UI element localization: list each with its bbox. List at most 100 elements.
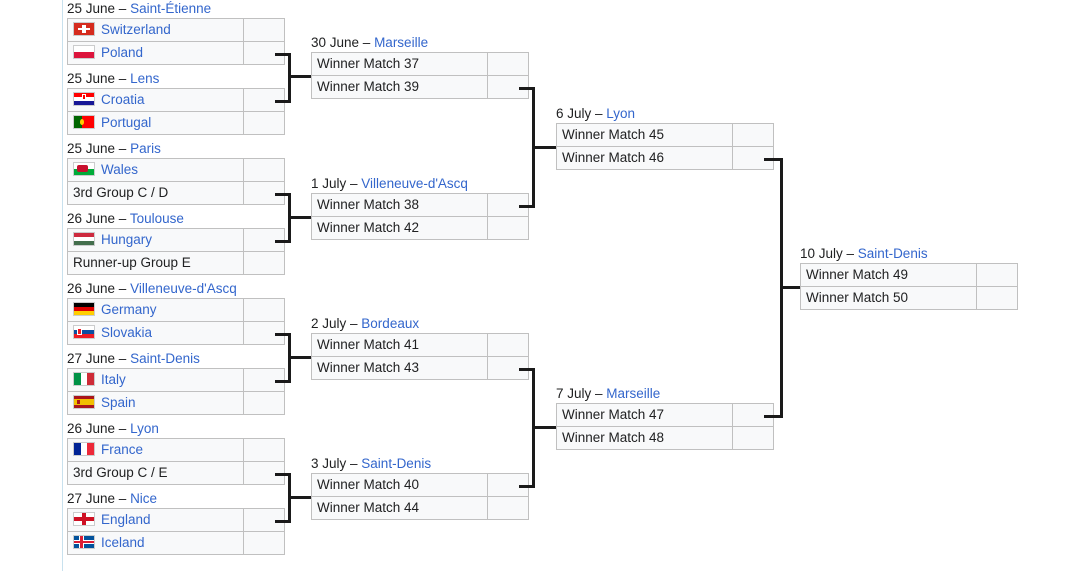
match-header-separator: – bbox=[115, 351, 131, 366]
team-cell: Hungary bbox=[67, 228, 244, 252]
team-cell: Switzerland bbox=[67, 18, 244, 42]
table-row: Winner Match 41 bbox=[311, 333, 529, 357]
match-venue-link[interactable]: Marseille bbox=[606, 386, 661, 401]
match-date: 26 June bbox=[67, 421, 116, 436]
match-venue-link[interactable]: Paris bbox=[130, 141, 161, 156]
match-venue-link[interactable]: Lyon bbox=[606, 106, 636, 121]
match-header-match-49: 6 July – Lyon bbox=[556, 105, 774, 123]
team-cell: 3rd Group C / D bbox=[67, 181, 244, 205]
match-venue-link[interactable]: Saint-Denis bbox=[130, 351, 200, 366]
team-name-link[interactable]: Germany bbox=[101, 302, 157, 317]
team-name-link[interactable]: Wales bbox=[101, 162, 139, 177]
team-cell: Winner Match 45 bbox=[556, 123, 733, 147]
match-venue-link[interactable]: Lyon bbox=[130, 421, 159, 436]
connector-top-qf-sf-0 bbox=[519, 86, 532, 90]
table-row: Switzerland bbox=[67, 18, 285, 42]
team-name-link[interactable]: Poland bbox=[101, 45, 144, 60]
team-cell: Winner Match 44 bbox=[311, 496, 488, 520]
match-header-separator: – bbox=[842, 246, 858, 261]
team-name-link[interactable]: Spain bbox=[101, 395, 136, 410]
match-header-separator: – bbox=[591, 386, 607, 401]
match-header-match-45: 30 June – Marseille bbox=[311, 34, 529, 52]
match-header-match-39: 25 June – Lens bbox=[67, 70, 285, 88]
team-name-link[interactable]: Portugal bbox=[101, 115, 152, 130]
match-venue-link[interactable]: Villeneuve-d'Ascq bbox=[361, 176, 468, 191]
table-row: Hungary bbox=[67, 228, 285, 252]
table-row: Poland bbox=[67, 41, 285, 65]
connector-top-r16-qf-1 bbox=[275, 192, 288, 196]
connector-bottom-qf-sf-0 bbox=[519, 204, 532, 208]
match-venue-link[interactable]: Villeneuve-d'Ascq bbox=[130, 281, 237, 296]
match-venue-link[interactable]: Nice bbox=[130, 491, 158, 506]
match-venue-link[interactable]: Saint-Denis bbox=[361, 456, 432, 471]
connector-top-r16-qf-2 bbox=[275, 332, 288, 336]
table-row: Winner Match 49 bbox=[800, 263, 1018, 287]
flag-icon-spain bbox=[73, 395, 95, 409]
team-placeholder-label: Winner Match 50 bbox=[806, 290, 909, 305]
match-header-separator: – bbox=[359, 35, 375, 50]
table-row: Winner Match 38 bbox=[311, 193, 529, 217]
table-row: Winner Match 50 bbox=[800, 286, 1018, 310]
team-name-link[interactable]: Hungary bbox=[101, 232, 153, 247]
table-row: Germany bbox=[67, 298, 285, 322]
team-placeholder-label: Winner Match 38 bbox=[317, 197, 420, 212]
match-header-match-48: 3 July – Saint-Denis bbox=[311, 455, 529, 473]
match-date: 2 July bbox=[311, 316, 347, 331]
score-cell bbox=[243, 321, 285, 345]
match-venue-link[interactable]: Toulouse bbox=[129, 211, 184, 226]
table-row: Wales bbox=[67, 158, 285, 182]
match-header-match-37: 25 June – Saint-Étienne bbox=[67, 0, 285, 18]
table-row: Winner Match 44 bbox=[311, 496, 529, 520]
team-cell: Italy bbox=[67, 368, 244, 392]
connector-mid-qf-sf-0 bbox=[532, 146, 556, 149]
team-name-link[interactable]: Switzerland bbox=[101, 22, 171, 37]
table-row: 3rd Group C / D bbox=[67, 181, 285, 205]
connector-bottom-qf-sf-1 bbox=[519, 484, 532, 488]
team-cell: Winner Match 46 bbox=[556, 146, 733, 170]
match-venue-link[interactable]: Marseille bbox=[374, 35, 429, 50]
team-name-link[interactable]: England bbox=[101, 512, 151, 527]
team-cell: Winner Match 39 bbox=[311, 75, 488, 99]
match-date: 1 July bbox=[311, 176, 347, 191]
match-venue-link[interactable]: Lens bbox=[130, 71, 160, 86]
team-cell: Iceland bbox=[67, 531, 244, 555]
score-cell bbox=[976, 286, 1018, 310]
match-venue-link[interactable]: Saint-Denis bbox=[857, 246, 928, 261]
team-name-link[interactable]: France bbox=[101, 442, 144, 457]
team-name-link[interactable]: Croatia bbox=[101, 92, 145, 107]
team-name-link[interactable]: Iceland bbox=[101, 535, 145, 550]
table-row: Italy bbox=[67, 368, 285, 392]
team-placeholder-label: Winner Match 44 bbox=[317, 500, 420, 515]
flag-icon-germany bbox=[73, 302, 95, 316]
match-venue-link[interactable]: Bordeaux bbox=[361, 316, 420, 331]
team-name-link[interactable]: Slovakia bbox=[101, 325, 153, 340]
team-placeholder-label: Winner Match 37 bbox=[317, 56, 420, 71]
team-placeholder-label: Winner Match 49 bbox=[806, 267, 909, 282]
score-cell bbox=[732, 403, 774, 427]
connector-bottom-r16-qf-2 bbox=[275, 379, 288, 383]
match-venue-link[interactable]: Saint-Étienne bbox=[130, 1, 212, 16]
match-date: 26 June bbox=[67, 211, 116, 226]
connector-bottom-r16-qf-1 bbox=[275, 239, 288, 243]
flag-icon-croatia bbox=[73, 92, 95, 106]
team-cell: Winner Match 43 bbox=[311, 356, 488, 380]
connector-top-r16-qf-0 bbox=[275, 52, 288, 56]
match-date: 27 June bbox=[67, 351, 116, 366]
team-name-link[interactable]: Italy bbox=[101, 372, 126, 387]
